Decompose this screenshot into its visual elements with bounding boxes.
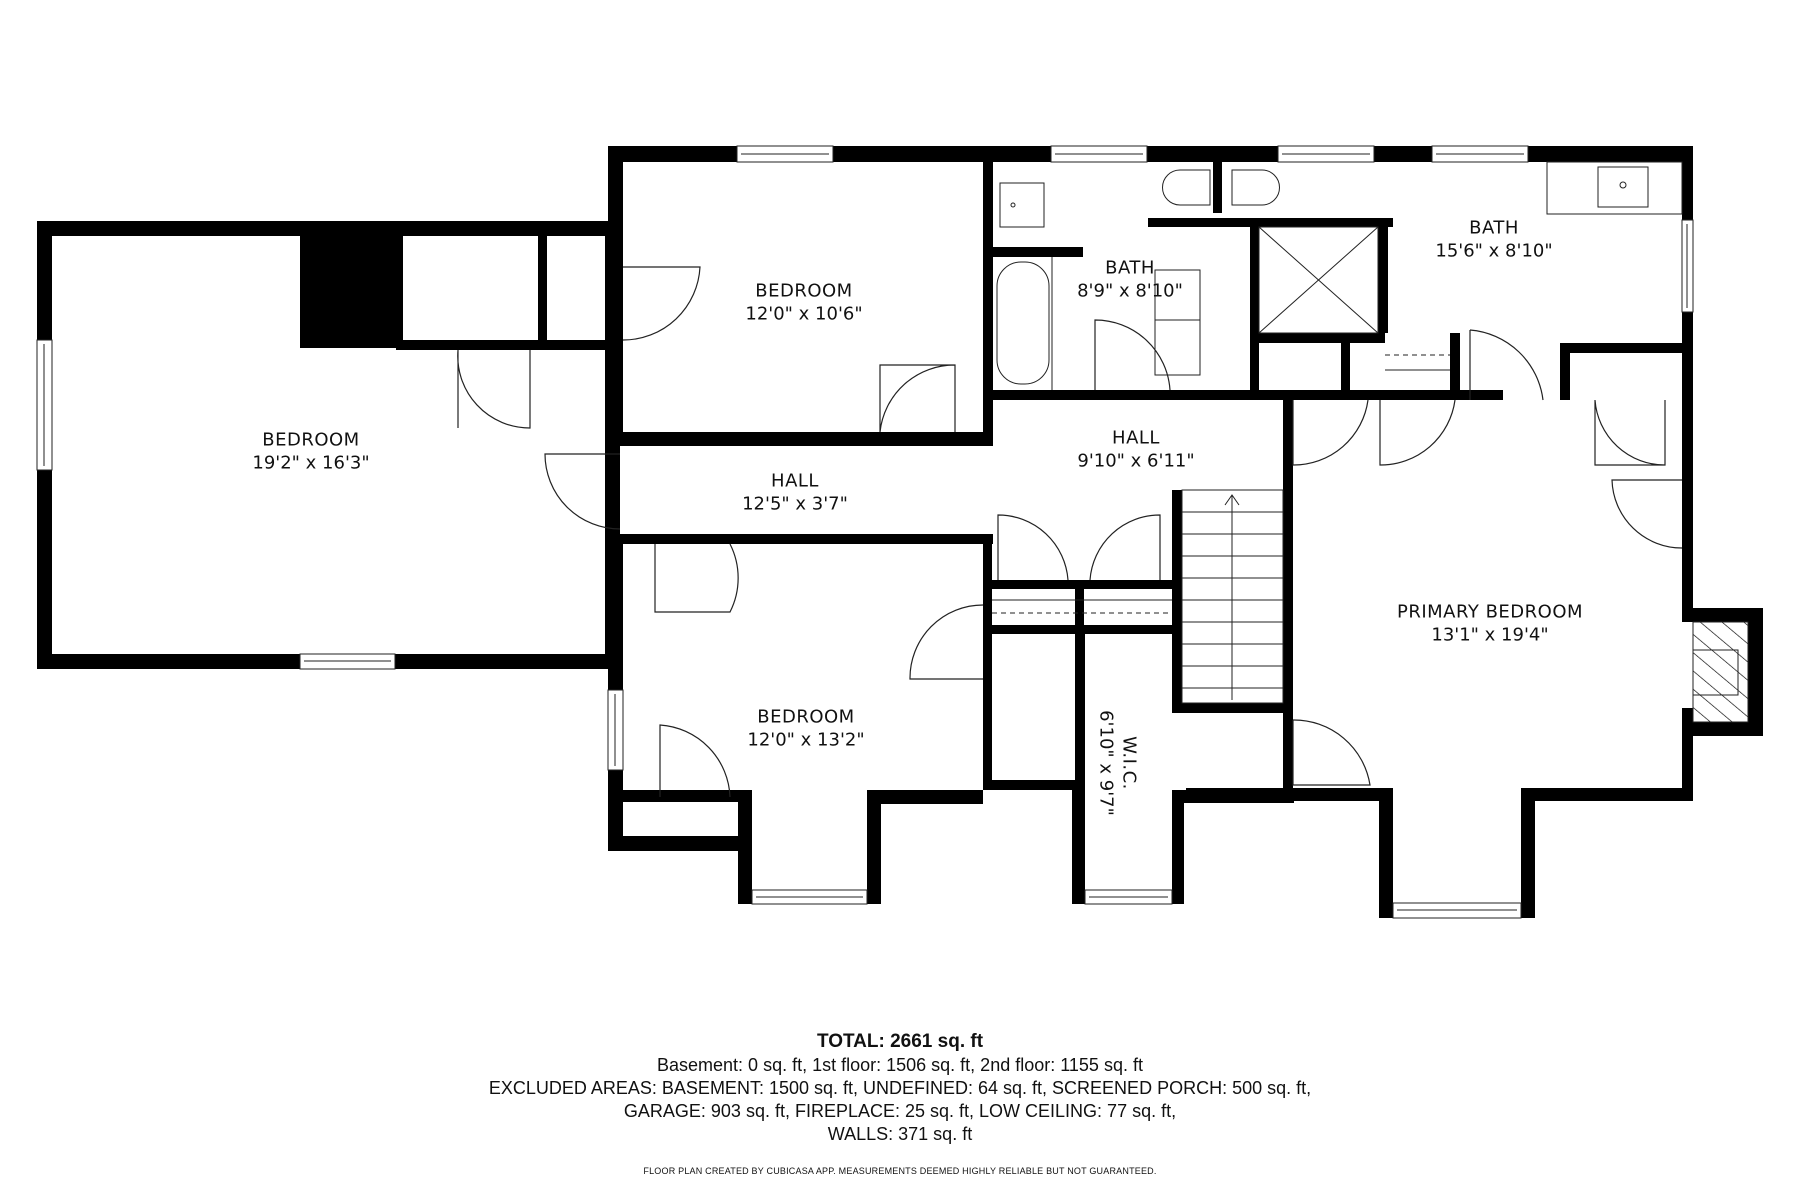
- bathtub-icon: [996, 261, 1050, 385]
- room-dimensions: 13'1" x 19'4": [1431, 624, 1549, 645]
- room-label-bath-hall: BATH 8'9" x 8'10": [1077, 258, 1183, 303]
- room-label-hall-center: HALL 9'10" x 6'11": [1077, 428, 1194, 473]
- walls-area: WALLS: 371 sq. ft: [827, 1124, 973, 1144]
- excluded-areas-line-2: GARAGE: 903 sq. ft, FIREPLACE: 25 sq. ft…: [623, 1101, 1177, 1121]
- walls: [37, 146, 1763, 918]
- stair-arrow-icon: [1224, 494, 1240, 506]
- room-dimensions: 15'6" x 8'10": [1435, 240, 1553, 261]
- room-dimensions: 9'10" x 6'11": [1077, 450, 1195, 471]
- doors: [457, 266, 1683, 798]
- room-label-wic: W.I.C. 6'10" x 9'7": [1095, 710, 1140, 816]
- room-dimensions: 12'0" x 10'6": [745, 303, 863, 324]
- fireplace-icon: [1692, 621, 1749, 723]
- room-dimensions: 8'9" x 8'10": [1077, 280, 1183, 301]
- shower-icon: [1258, 226, 1379, 334]
- room-label-primary-bedroom: PRIMARY BEDROOM 13'1" x 19'4": [1397, 602, 1583, 647]
- room-label-hall-west: HALL 12'5" x 3'7": [742, 471, 848, 516]
- room-name: BATH: [1105, 257, 1155, 279]
- room-name: HALL: [771, 470, 819, 492]
- windows: [36, 145, 1694, 919]
- sink-icon: [1597, 166, 1649, 208]
- area-summary: TOTAL: 2661 sq. ft Basement: 0 sq. ft, 1…: [0, 1030, 1800, 1176]
- room-name: PRIMARY BEDROOM: [1396, 601, 1584, 623]
- floor-areas: Basement: 0 sq. ft, 1st floor: 1506 sq. …: [657, 1055, 1143, 1075]
- toilet-icon: [1231, 169, 1280, 206]
- room-name: W.I.C.: [1118, 736, 1140, 790]
- total-area: TOTAL: 2661 sq. ft: [816, 1031, 984, 1052]
- room-dimensions: 12'0" x 13'2": [747, 729, 865, 750]
- room-label-bath-primary: BATH 15'6" x 8'10": [1435, 218, 1552, 263]
- sink-icon: [999, 182, 1045, 228]
- room-dimensions: 6'10" x 9'7": [1096, 710, 1117, 816]
- vanity-icon: [1546, 161, 1683, 215]
- room-label-bedroom-north: BEDROOM 12'0" x 10'6": [745, 281, 862, 326]
- room-name: BEDROOM: [755, 280, 853, 302]
- room-label-bedroom-west: BEDROOM 19'2" x 16'3": [252, 430, 369, 475]
- room-name: HALL: [1112, 427, 1160, 449]
- toilet-icon: [1162, 169, 1211, 206]
- staircase: [1181, 489, 1284, 704]
- room-label-bedroom-south: BEDROOM 12'0" x 13'2": [747, 707, 864, 752]
- room-name: BEDROOM: [262, 429, 360, 451]
- vanity-icon: [1154, 269, 1201, 376]
- room-dimensions: 12'5" x 3'7": [742, 493, 848, 514]
- excluded-areas-line-1: EXCLUDED AREAS: BASEMENT: 1500 sq. ft, U…: [488, 1078, 1312, 1098]
- room-dimensions: 19'2" x 16'3": [252, 452, 370, 473]
- room-name: BATH: [1469, 217, 1519, 239]
- credit-disclaimer: FLOOR PLAN CREATED BY CUBICASA APP. MEAS…: [643, 1166, 1157, 1176]
- room-name: BEDROOM: [757, 706, 855, 728]
- fixtures: [992, 161, 1749, 723]
